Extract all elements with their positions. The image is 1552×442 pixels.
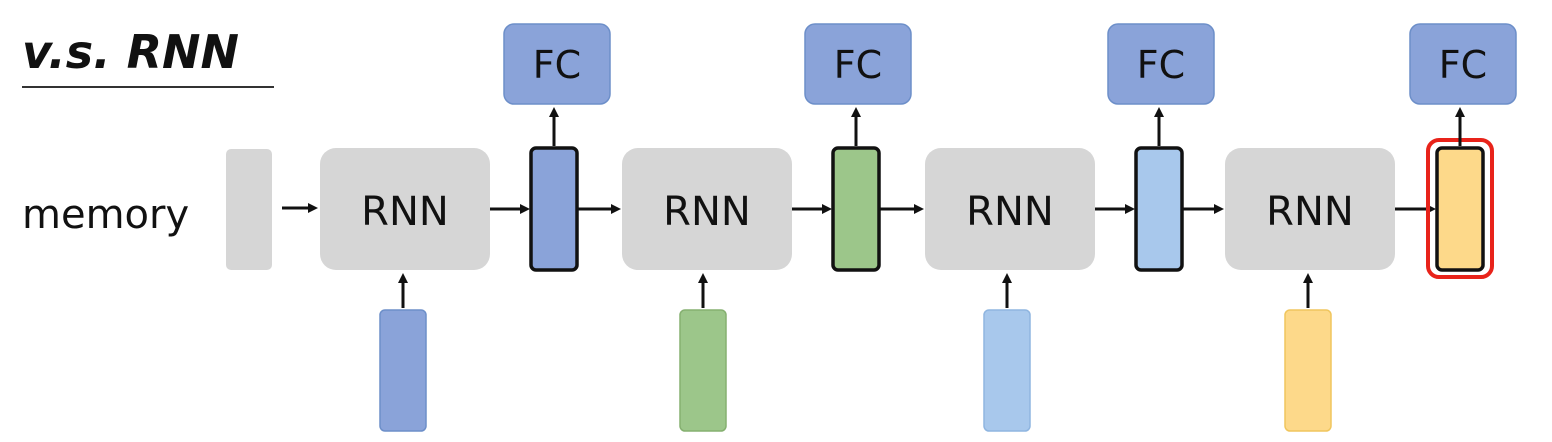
- rnn-box: [622, 148, 792, 270]
- fc-label: FC: [1137, 43, 1185, 87]
- input-block: [379, 309, 427, 432]
- memory-state-block: [529, 146, 579, 272]
- memory-label: memory: [22, 192, 189, 238]
- rnn-label: RNN: [1266, 189, 1354, 235]
- fc-box: [1409, 23, 1517, 105]
- input-block: [983, 309, 1031, 432]
- steps-group: RNN FC RNN FC RNN FC RNN FC: [320, 23, 1517, 432]
- memory-state-block: [831, 146, 881, 272]
- rnn-box: [320, 148, 490, 270]
- memory-state-block: [1435, 146, 1485, 272]
- fc-box: [1107, 23, 1215, 105]
- input-block: [679, 309, 727, 432]
- memory-state-block: [1134, 146, 1184, 272]
- fc-label: FC: [533, 43, 581, 87]
- rnn-box: [1225, 148, 1395, 270]
- rnn-label: RNN: [966, 189, 1054, 235]
- initial-memory-block: [226, 149, 272, 270]
- rnn-box: [925, 148, 1095, 270]
- rnn-label: RNN: [361, 189, 449, 235]
- rnn-label: RNN: [663, 189, 751, 235]
- fc-box: [804, 23, 912, 105]
- page-title: v.s. RNN: [22, 25, 239, 79]
- input-block: [1284, 309, 1332, 432]
- fc-label: FC: [834, 43, 882, 87]
- fc-box: [503, 23, 611, 105]
- fc-label: FC: [1439, 43, 1487, 87]
